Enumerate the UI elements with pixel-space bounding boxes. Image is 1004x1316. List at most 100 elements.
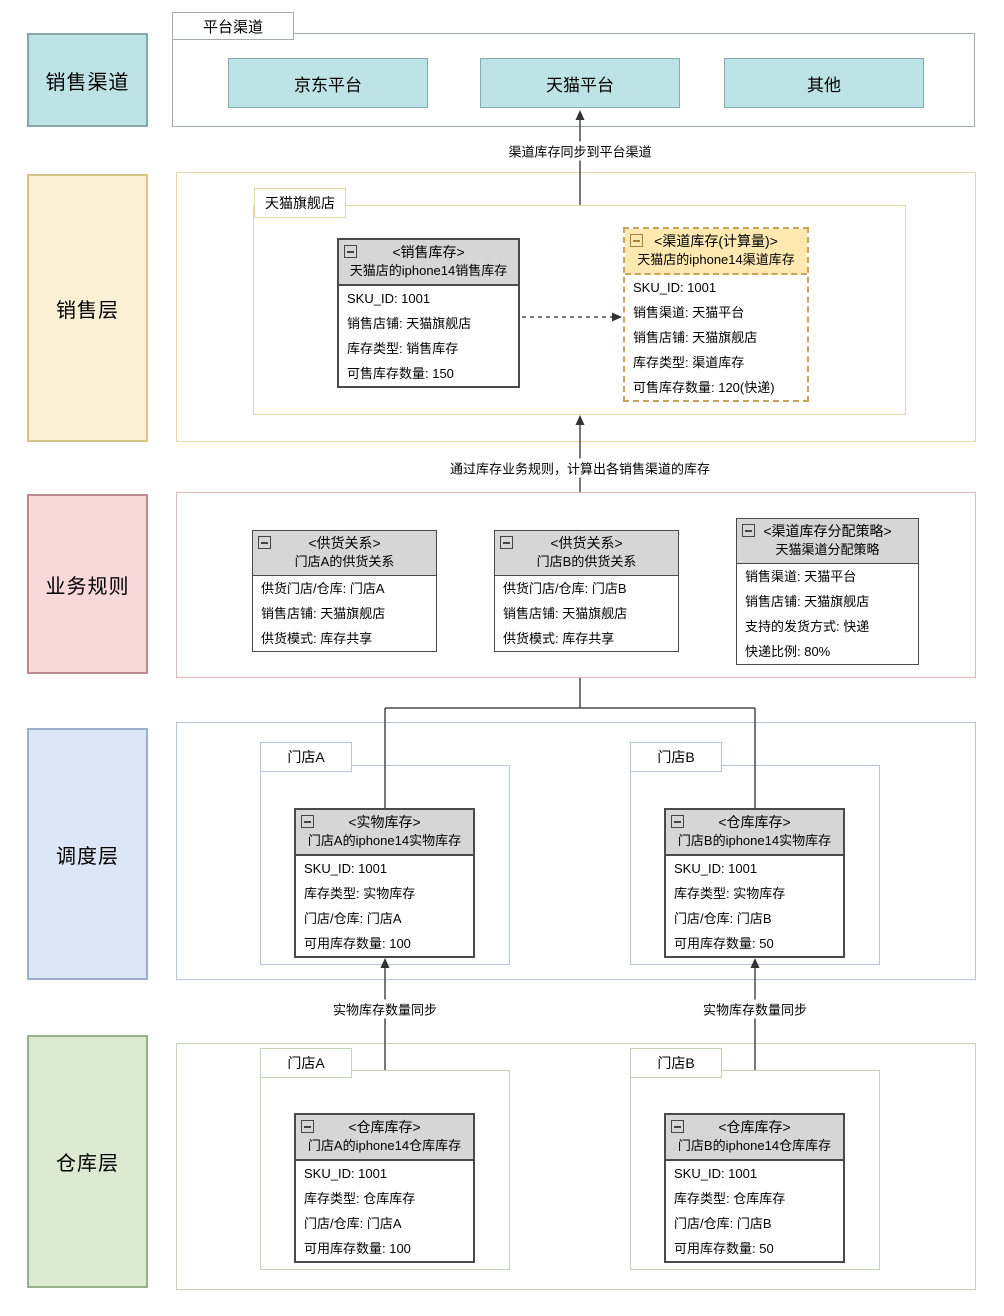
tab-warehouse-store-b-label: 门店B — [657, 1055, 695, 1071]
entity-sales-inventory[interactable]: <销售库存> 天猫店的iphone14销售库存 SKU_ID: 1001 销售店… — [337, 238, 520, 388]
lane-business-rules-label: 业务规则 — [45, 575, 130, 598]
entity-field: 库存类型: 仓库库存 — [304, 1191, 416, 1206]
entity-field: SKU_ID: 1001 — [304, 1166, 388, 1181]
entity-field: 库存类型: 渠道库存 — [633, 355, 745, 370]
tab-warehouse-store-a[interactable]: 门店A — [260, 1048, 352, 1078]
lane-sales-channel-label: 销售渠道 — [45, 71, 130, 94]
entity-field: 销售店铺: 天猫旗舰店 — [503, 606, 628, 621]
tab-platform-channel[interactable]: 平台渠道 — [172, 12, 294, 40]
tab-platform-channel-label: 平台渠道 — [202, 18, 263, 36]
entity-warehouse-inventory-b-header: <仓库库存> 门店B的iphone14仓库库存 — [666, 1115, 843, 1161]
entity-supply-relation-a-header: <供货关系> 门店A的供货关系 — [253, 531, 436, 576]
entity-name: 门店A的供货关系 — [294, 554, 395, 569]
tab-warehouse-store-a-label: 门店A — [287, 1055, 325, 1071]
entity-field: 快递比例: 80% — [745, 644, 831, 659]
entity-allocation-policy[interactable]: <渠道库存分配策略> 天猫渠道分配策略 销售渠道: 天猫平台 销售店铺: 天猫旗… — [736, 518, 919, 665]
entity-field: SKU_ID: 1001 — [674, 861, 758, 876]
lane-sales-channel[interactable]: 销售渠道 — [27, 33, 148, 127]
channel-other-label: 其他 — [807, 75, 841, 95]
entity-name: 天猫渠道分配策略 — [775, 542, 880, 557]
lane-sales-layer-label: 销售层 — [56, 299, 119, 322]
channel-jd-label: 京东平台 — [294, 75, 362, 95]
entity-supply-relation-a[interactable]: <供货关系> 门店A的供货关系 供货门店/仓库: 门店A 销售店铺: 天猫旗舰店… — [252, 530, 437, 652]
entity-type: <供货关系> — [308, 535, 381, 551]
tab-dispatch-store-b[interactable]: 门店B — [630, 742, 722, 772]
entity-field: 销售渠道: 天猫平台 — [633, 305, 745, 320]
entity-field: 销售店铺: 天猫旗舰店 — [347, 316, 472, 331]
entity-field: 销售渠道: 天猫平台 — [745, 569, 857, 584]
collapse-icon[interactable] — [301, 815, 314, 828]
entity-field: 销售店铺: 天猫旗舰店 — [745, 594, 870, 609]
entity-warehouse-inventory-b[interactable]: <仓库库存> 门店B的iphone14仓库库存 SKU_ID: 1001 库存类… — [664, 1113, 845, 1263]
entity-supply-relation-b[interactable]: <供货关系> 门店B的供货关系 供货门店/仓库: 门店B 销售店铺: 天猫旗舰店… — [494, 530, 679, 652]
entity-field: 供货门店/仓库: 门店B — [503, 581, 627, 596]
entity-type: <仓库库存> — [348, 1119, 421, 1135]
collapse-icon[interactable] — [500, 536, 513, 549]
entity-field: 可用库存数量: 100 — [304, 1241, 411, 1256]
entity-warehouse-inventory-a-header: <仓库库存> 门店A的iphone14仓库库存 — [296, 1115, 473, 1161]
channel-jd[interactable]: 京东平台 — [228, 58, 428, 108]
entity-type: <仓库库存> — [718, 814, 791, 830]
entity-name: 门店B的iphone14仓库库存 — [677, 1138, 832, 1153]
entity-field: 销售店铺: 天猫旗舰店 — [261, 606, 386, 621]
tab-warehouse-store-b[interactable]: 门店B — [630, 1048, 722, 1078]
entity-warehouse-inventory-a[interactable]: <仓库库存> 门店A的iphone14仓库库存 SKU_ID: 1001 库存类… — [294, 1113, 475, 1263]
entity-type: <实物库存> — [348, 814, 421, 830]
tab-tmall-flagship[interactable]: 天猫旗舰店 — [254, 188, 346, 218]
entity-field: SKU_ID: 1001 — [304, 861, 388, 876]
entity-field: 门店/仓库: 门店B — [674, 1216, 772, 1231]
tab-tmall-flagship-label: 天猫旗舰店 — [265, 195, 335, 211]
entity-type: <仓库库存> — [718, 1119, 791, 1135]
channel-other[interactable]: 其他 — [724, 58, 924, 108]
entity-warehouse-inventory-b-dispatch[interactable]: <仓库库存> 门店B的iphone14实物库存 SKU_ID: 1001 库存类… — [664, 808, 845, 958]
entity-field: SKU_ID: 1001 — [674, 1166, 758, 1181]
entity-field: SKU_ID: 1001 — [347, 291, 431, 306]
entity-channel-inventory[interactable]: <渠道库存(计算量)> 天猫店的iphone14渠道库存 SKU_ID: 100… — [623, 227, 809, 402]
entity-field: 支持的发货方式: 快递 — [745, 619, 870, 634]
entity-field: 供货门店/仓库: 门店A — [261, 581, 385, 596]
entity-field: 可用库存数量: 50 — [674, 936, 774, 951]
collapse-icon[interactable] — [630, 234, 643, 247]
edge-label-sync-to-platform: 渠道库存同步到平台渠道 — [504, 141, 656, 161]
lane-sales-layer[interactable]: 销售层 — [27, 174, 148, 442]
lane-warehouse-layer[interactable]: 仓库层 — [27, 1035, 148, 1288]
tab-dispatch-store-a[interactable]: 门店A — [260, 742, 352, 772]
entity-field: 销售店铺: 天猫旗舰店 — [633, 330, 758, 345]
collapse-icon[interactable] — [258, 536, 271, 549]
entity-type: <销售库存> — [392, 244, 465, 260]
entity-field: SKU_ID: 1001 — [633, 280, 717, 295]
tab-dispatch-store-b-label: 门店B — [657, 749, 695, 765]
entity-name: 门店A的iphone14实物库存 — [307, 833, 462, 848]
entity-type: <渠道库存(计算量)> — [654, 233, 778, 249]
edge-label-calc-rule: 通过库存业务规则，计算出各销售渠道的库存 — [445, 458, 715, 478]
lane-dispatch-layer[interactable]: 调度层 — [27, 728, 148, 980]
lane-dispatch-layer-label: 调度层 — [56, 845, 119, 868]
collapse-icon[interactable] — [742, 524, 755, 537]
entity-field: 可售库存数量: 150 — [347, 366, 454, 381]
edge-label-physical-sync-a: 实物库存数量同步 — [328, 999, 442, 1019]
entity-field: 门店/仓库: 门店A — [304, 1216, 402, 1231]
collapse-icon[interactable] — [671, 1120, 684, 1133]
entity-field: 门店/仓库: 门店A — [304, 911, 402, 926]
entity-field: 可用库存数量: 50 — [674, 1241, 774, 1256]
entity-field: 库存类型: 实物库存 — [674, 886, 786, 901]
channel-tmall[interactable]: 天猫平台 — [480, 58, 680, 108]
collapse-icon[interactable] — [301, 1120, 314, 1133]
entity-field: 库存类型: 实物库存 — [304, 886, 416, 901]
lane-warehouse-layer-label: 仓库层 — [56, 1153, 119, 1175]
entity-physical-inventory-a[interactable]: <实物库存> 门店A的iphone14实物库存 SKU_ID: 1001 库存类… — [294, 808, 475, 958]
entity-warehouse-inventory-b-dispatch-header: <仓库库存> 门店B的iphone14实物库存 — [666, 810, 843, 856]
entity-field: 供货模式: 库存共享 — [503, 631, 615, 646]
edge-label-physical-sync-b: 实物库存数量同步 — [698, 999, 812, 1019]
entity-name: 门店B的iphone14实物库存 — [677, 833, 832, 848]
collapse-icon[interactable] — [344, 245, 357, 258]
entity-name: 天猫店的iphone14渠道库存 — [637, 252, 795, 267]
collapse-icon[interactable] — [671, 815, 684, 828]
entity-physical-inventory-a-header: <实物库存> 门店A的iphone14实物库存 — [296, 810, 473, 856]
channel-tmall-label: 天猫平台 — [546, 75, 614, 95]
entity-field: 门店/仓库: 门店B — [674, 911, 772, 926]
entity-field: 可用库存数量: 100 — [304, 936, 411, 951]
entity-name: 门店B的供货关系 — [536, 554, 637, 569]
lane-business-rules[interactable]: 业务规则 — [27, 494, 148, 674]
